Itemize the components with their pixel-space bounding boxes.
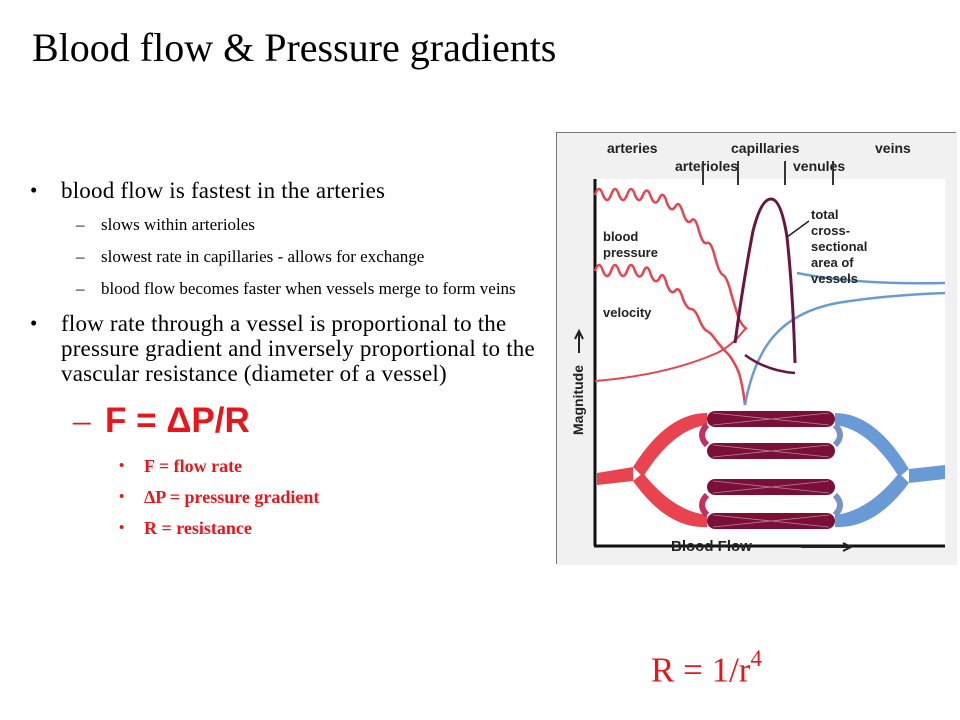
slide-title: Blood flow & Pressure gradients	[32, 25, 557, 70]
vein-trunk	[909, 465, 945, 483]
bullet-marker: •	[119, 520, 125, 536]
bullet-text: blood flow is fastest in the arteries	[61, 178, 386, 203]
dash-marker: –	[76, 215, 85, 234]
label-capillaries: capillaries	[731, 140, 800, 156]
arteriole-connector	[699, 422, 710, 518]
blood-pressure-curve	[593, 187, 748, 331]
velocity-curve	[593, 263, 747, 406]
label-pressure: pressure	[603, 245, 658, 260]
definition-flow-rate: • F = flow rate	[30, 455, 540, 477]
definition-text: ΔP = pressure gradient	[144, 487, 320, 507]
dash-marker: –	[76, 247, 85, 266]
label-arteries: arteries	[607, 140, 658, 156]
flow-formula-text: F = ΔP/R	[105, 401, 250, 440]
label-arterioles: arterioles	[675, 158, 738, 174]
slide-content: • blood flow is fastest in the arteries …	[30, 178, 540, 539]
bullet-marker: •	[119, 489, 125, 505]
artery-trunk	[597, 467, 633, 485]
pressure-tail-curve	[796, 271, 946, 285]
area-label-pointer	[786, 220, 810, 238]
capillary-bed	[707, 513, 835, 529]
vessel-network	[597, 411, 945, 529]
sub-bullet-text: blood flow becomes faster when vessels m…	[101, 279, 516, 298]
bullet-flow-rate: • flow rate through a vessel is proporti…	[30, 311, 540, 386]
region-ticks	[702, 161, 834, 185]
flow-formula: – F = ΔP/R	[30, 401, 540, 441]
capillary-bed	[707, 479, 835, 495]
label-vessels: vessels	[811, 271, 858, 286]
vein-branch-lower	[835, 473, 909, 528]
label-sectional: sectional	[811, 239, 867, 254]
y-axis-label: Magnitude	[570, 365, 586, 435]
definition-resistance: • R = resistance	[30, 517, 540, 539]
artery-branch-upper	[633, 413, 707, 477]
x-axis-arrow	[801, 542, 854, 552]
x-axis-label: Blood Flow	[671, 538, 752, 555]
dash-marker: –	[73, 401, 91, 440]
label-velocity: velocity	[603, 305, 652, 320]
cross-sectional-area-curve	[733, 197, 797, 364]
capillary-mesh	[712, 412, 830, 528]
vein-branch-upper	[835, 413, 909, 477]
resistance-exponent: 4	[750, 646, 762, 671]
sub-bullet-text: slowest rate in capillaries - allows for…	[101, 247, 425, 266]
bullet-marker: •	[119, 458, 125, 474]
artery-branch-lower	[633, 473, 707, 528]
sub-bullet-capillaries: – slowest rate in capillaries - allows f…	[30, 246, 540, 267]
bullet-marker: •	[30, 311, 38, 335]
y-axis-arrow	[574, 328, 584, 353]
definition-text: R = resistance	[144, 518, 252, 538]
capillary-bed	[707, 411, 835, 427]
resistance-equation-base: R = 1/r	[651, 650, 751, 690]
bullet-flow-fastest: • blood flow is fastest in the arteries	[30, 178, 540, 203]
definition-text: F = flow rate	[144, 456, 243, 476]
label-area-of: area of	[811, 255, 854, 270]
label-cross: cross-	[811, 223, 850, 238]
label-blood: blood	[603, 229, 638, 244]
bullet-marker: •	[30, 178, 38, 202]
definition-pressure-gradient: • ΔP = pressure gradient	[30, 486, 540, 508]
cross-sectional-area-tail	[744, 353, 796, 375]
axes	[593, 179, 945, 548]
resistance-equation: R = 1/r4	[651, 640, 762, 693]
bullet-text: flow rate through a vessel is proportion…	[61, 311, 535, 386]
diagram-canvas: arteries capillaries veins arterioles ve…	[557, 133, 957, 565]
sub-bullet-text: slows within arterioles	[101, 215, 255, 234]
venule-connector	[832, 422, 843, 518]
label-veins: veins	[875, 140, 911, 156]
dash-marker: –	[76, 279, 85, 298]
capillary-bed	[707, 443, 835, 459]
blood-flow-diagram: arteries capillaries veins arterioles ve…	[556, 132, 957, 565]
sub-bullet-arterioles: – slows within arterioles	[30, 214, 540, 235]
label-total: total	[811, 207, 838, 222]
sub-bullet-veins: – blood flow becomes faster when vessels…	[30, 278, 540, 299]
label-venules: venules	[793, 158, 845, 174]
